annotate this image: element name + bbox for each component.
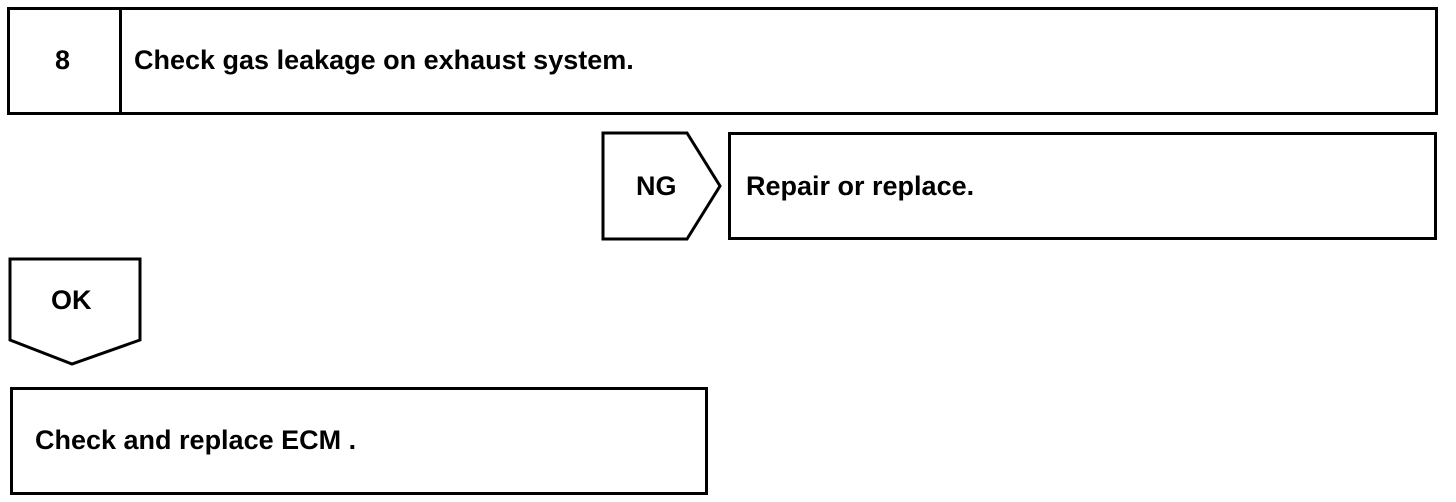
ok-label: OK <box>51 285 92 315</box>
ng-action-text: Repair or replace. <box>746 171 975 201</box>
ng-result-box <box>728 132 1437 240</box>
step-title: Check gas leakage on exhaust system. <box>134 45 634 75</box>
step-divider <box>119 7 122 115</box>
ok-result-box <box>10 387 708 495</box>
step-box <box>7 7 1438 115</box>
step-number: 8 <box>55 45 71 75</box>
ok-action-text: Check and replace ECM . <box>35 425 357 455</box>
ng-label: NG <box>636 171 677 201</box>
